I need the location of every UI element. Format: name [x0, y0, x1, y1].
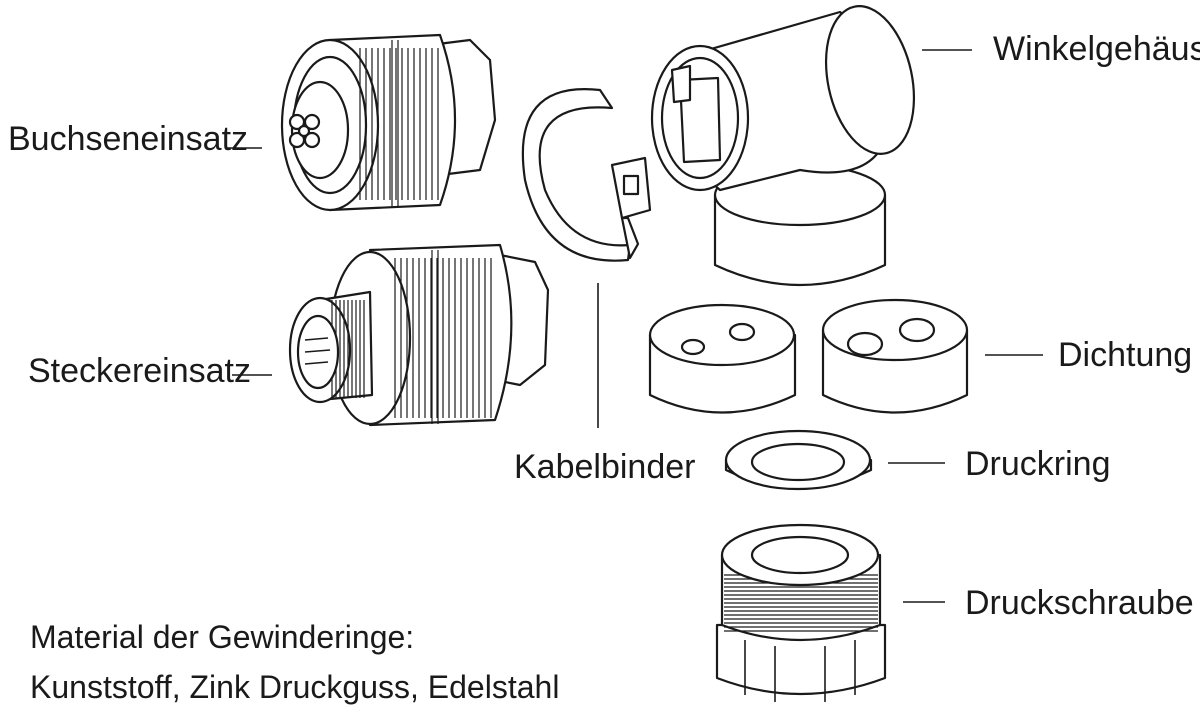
- label-buchseneinsatz: Buchseneinsatz: [8, 120, 248, 158]
- dichtung-left-part: [648, 303, 797, 414]
- kabelbinder-part: [521, 88, 652, 262]
- dichtung-right-part: [821, 298, 969, 414]
- winkelgehaeuse-part: [650, 5, 916, 287]
- label-kabelbinder: Kabelbinder: [514, 448, 695, 486]
- druckschraube-part: [715, 523, 887, 702]
- steckereinsatz-part: [288, 243, 550, 427]
- label-winkelgehaeuse: Winkelgehäuse: [993, 30, 1200, 68]
- label-druckschraube: Druckschraube: [965, 584, 1194, 622]
- label-druckring: Druckring: [965, 445, 1110, 483]
- material-note-line1: Material der Gewinderinge:: [30, 619, 414, 655]
- label-steckereinsatz: Steckereinsatz: [28, 352, 251, 390]
- druckring-part: [724, 429, 873, 491]
- buchseneinsatz-part: [280, 33, 497, 212]
- leader-lines: [226, 49, 1043, 603]
- material-note-line2: Kunststoff, Zink Druckguss, Edelstahl: [30, 669, 559, 705]
- label-dichtung: Dichtung: [1058, 336, 1192, 374]
